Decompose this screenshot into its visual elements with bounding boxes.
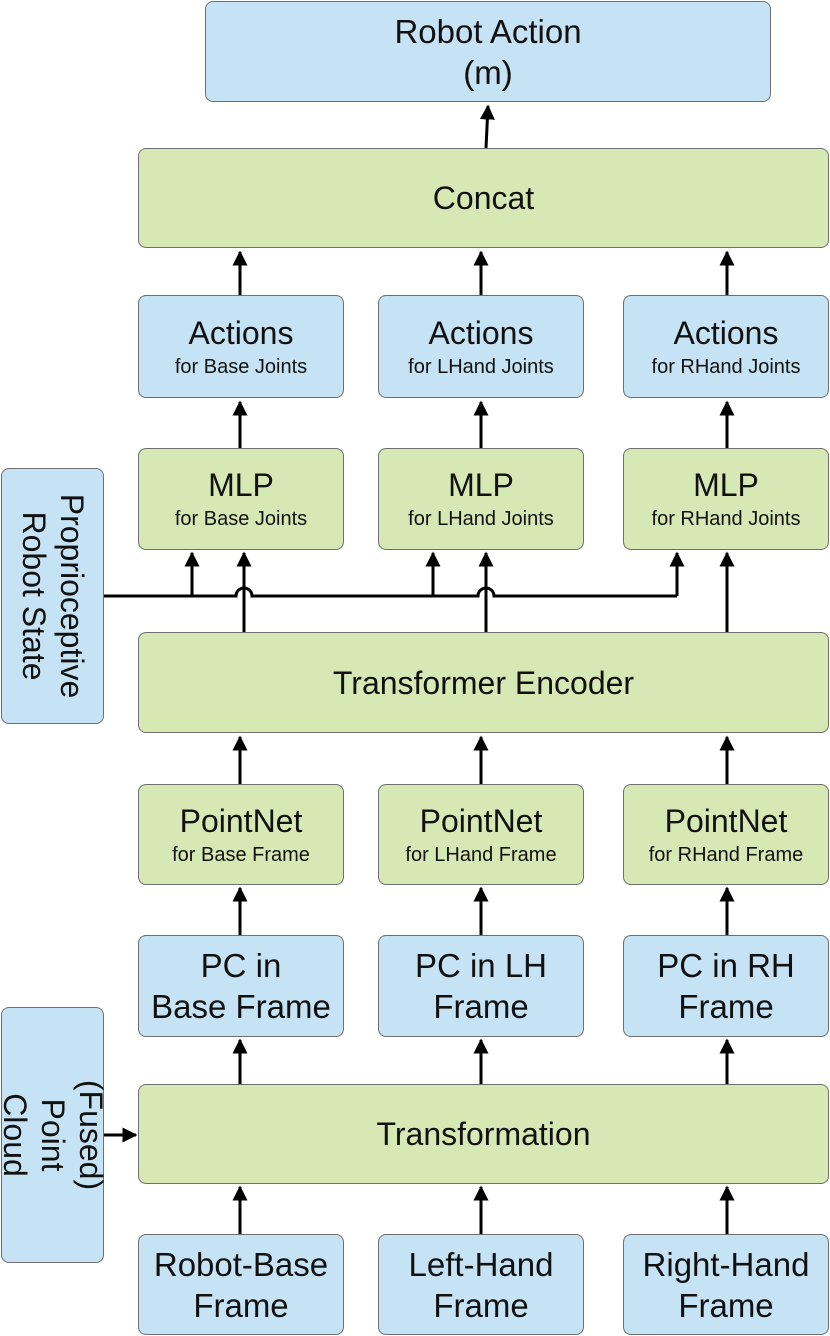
proprioceptive-state-label: Proprioceptive Robot State [15,493,90,699]
pointnet-lhand-box: PointNet for LHand Frame [378,784,584,885]
pointnet-base-subtitle: for Base Frame [172,843,310,866]
concat-box: Concat [138,148,829,248]
left-hand-frame-label: Left-Hand Frame [408,1245,554,1324]
proprioceptive-state-box: Proprioceptive Robot State [1,468,104,724]
actions-lhand-title: Actions [428,314,534,351]
actions-rhand-subtitle: for RHand Joints [651,355,801,378]
point-cloud-label: (Fused) Point Cloud [0,1079,109,1191]
transformation-box: Transformation [138,1084,829,1184]
pointnet-base-title: PointNet [179,802,303,839]
mlp-base-box: MLP for Base Joints [138,448,344,550]
robot-action-label: Robot Action (m) [394,12,582,91]
pointnet-rhand-subtitle: for RHand Frame [648,843,804,866]
right-hand-frame-label: Right-Hand Frame [642,1245,810,1324]
pointnet-lhand-subtitle: for LHand Frame [405,843,557,866]
mlp-rhand-box: MLP for RHand Joints [623,448,829,550]
actions-base-title: Actions [188,314,294,351]
robot-action-box: Robot Action (m) [205,1,771,102]
pc-base-frame-box: PC in Base Frame [138,935,344,1037]
transformer-encoder-label: Transformer Encoder [332,664,635,701]
transformer-encoder-box: Transformer Encoder [138,632,829,733]
pc-rh-frame-label: PC in RH Frame [657,947,795,1025]
mlp-lhand-box: MLP for LHand Joints [378,448,584,550]
actions-lhand-box: Actions for LHand Joints [378,295,584,398]
actions-base-subtitle: for Base Joints [174,355,308,378]
actions-rhand-box: Actions for RHand Joints [623,295,829,398]
pc-base-frame-label: PC in Base Frame [151,947,331,1025]
robot-base-frame-box: Robot-Base Frame [138,1234,344,1335]
point-cloud-box: (Fused) Point Cloud [0,1007,109,1263]
robot-base-frame-label: Robot-Base Frame [153,1245,329,1324]
pointnet-lhand-title: PointNet [419,802,543,839]
concat-label: Concat [432,180,535,216]
pointnet-rhand-title: PointNet [664,802,788,839]
mlp-rhand-title: MLP [693,467,759,503]
right-hand-frame-box: Right-Hand Frame [623,1234,829,1335]
mlp-base-subtitle: for Base Joints [174,508,308,530]
actions-lhand-subtitle: for LHand Joints [408,355,554,378]
mlp-lhand-title: MLP [448,467,514,503]
actions-rhand-title: Actions [673,314,779,351]
mlp-base-title: MLP [208,467,274,503]
pc-lh-frame-label: PC in LH Frame [414,947,548,1025]
pointnet-rhand-box: PointNet for RHand Frame [623,784,829,885]
pointnet-base-box: PointNet for Base Frame [138,784,344,885]
transformation-label: Transformation [376,1116,591,1152]
pc-rh-frame-box: PC in RH Frame [623,935,829,1037]
actions-base-box: Actions for Base Joints [138,295,344,398]
left-hand-frame-box: Left-Hand Frame [378,1234,584,1335]
pc-lh-frame-box: PC in LH Frame [378,935,584,1037]
mlp-rhand-subtitle: for RHand Joints [651,508,801,530]
mlp-lhand-subtitle: for LHand Joints [408,508,554,530]
